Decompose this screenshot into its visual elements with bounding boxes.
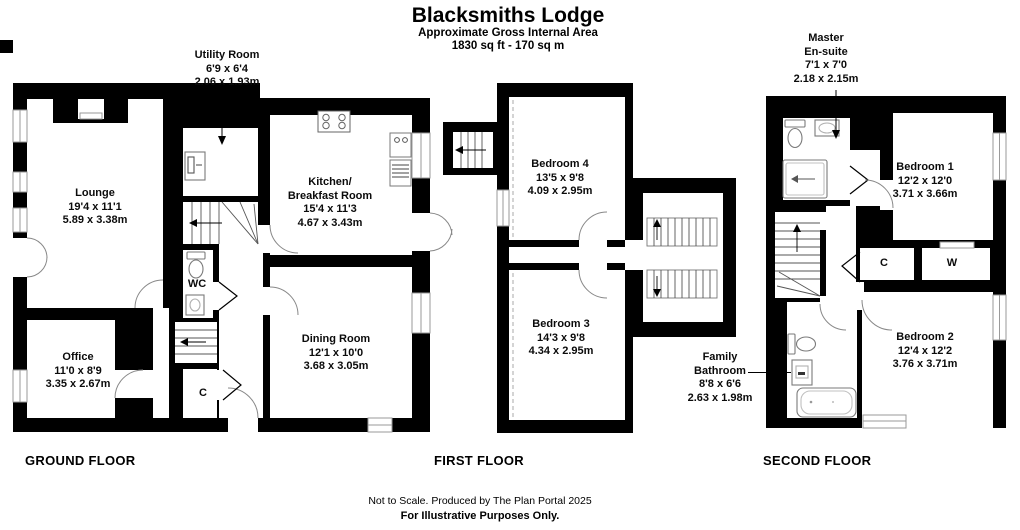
room-label-lounge: Lounge 19'4 x 11'1 5.89 x 3.38m [62, 187, 128, 226]
leader-arrow-icon [832, 90, 840, 139]
fireplace-icon [53, 99, 128, 123]
page-title: Blacksmiths Lodge [411, 4, 605, 27]
room-label-cupboard: C [199, 387, 207, 399]
hob-icon [317, 110, 351, 133]
first-floor-title: FIRST FLOOR [434, 453, 524, 468]
lounge-door-icon [134, 279, 164, 309]
wc-door-icon [213, 281, 238, 311]
first-floor-plan [443, 83, 736, 433]
toilet-icon [784, 119, 806, 149]
room-label-bedroom4: Bedroom 4 13'5 x 9'8 4.09 x 2.95m [527, 158, 593, 197]
room-label-dining: Dining Room 12'1 x 10'0 3.68 x 3.05m [301, 333, 371, 372]
stairs-icon [455, 132, 486, 168]
bedroom4-door-icon [578, 211, 608, 241]
room-label-bedroom1: Bedroom 1 12'2 x 12'0 3.71 x 3.66m [892, 161, 958, 200]
room-label-family-bathroom: Family Bathroom 8'8 x 6'6 2.63 x 1.98m [687, 351, 753, 404]
bathtub-icon [796, 387, 857, 418]
bathroom-leader-line [748, 372, 791, 373]
room-label-utility: Utility Room 6'9 x 6'4 2.06 x 1.93m [194, 49, 260, 88]
toilet-icon [787, 333, 817, 355]
stairs-icon [175, 329, 217, 355]
footer-illustrative: For Illustrative Purposes Only. [400, 510, 560, 522]
kitchen-sink-icon [389, 132, 412, 187]
stairs-icon [775, 222, 821, 297]
basin-icon [791, 359, 813, 386]
room-label-kitchen: Kitchen/ Breakfast Room 15'4 x 11'3 4.67… [287, 176, 373, 229]
room-label-closet-c: C [880, 257, 888, 269]
bathroom-door-icon [819, 303, 847, 331]
window-icon [862, 132, 1007, 429]
office-door-icon [114, 369, 153, 399]
room-label-closet-w: W [946, 257, 958, 269]
bedroom3-door-icon [578, 269, 608, 299]
subtitle-area: Approximate Gross Internal Area [418, 27, 598, 39]
stairs-icon [189, 201, 259, 245]
room-label-wc: WC [187, 278, 207, 290]
entrance-door-icon [227, 387, 259, 432]
ground-floor-plan [12, 83, 453, 433]
dining-door-icon [263, 286, 299, 316]
room-label-master-ensuite: Master En-suite 7'1 x 7'0 2.18 x 2.15m [793, 32, 859, 85]
room-label-office: Office 11'0 x 8'9 3.35 x 2.67m [45, 351, 111, 390]
corner-mark [0, 40, 13, 53]
utility-sink-icon [184, 151, 206, 181]
room-label-bedroom3: Bedroom 3 14'3 x 9'8 4.34 x 2.95m [528, 318, 594, 357]
footer-disclaimer: Not to Scale. Produced by The Plan Porta… [368, 495, 592, 507]
basin-icon [185, 294, 205, 316]
stairs-icon [646, 217, 718, 299]
subtitle-size: 1830 sq ft - 170 sq m [451, 40, 565, 52]
window-icon [496, 189, 510, 227]
window-icon [12, 109, 431, 433]
bedroom2-door-icon [861, 299, 893, 331]
closet-door-icon [841, 251, 861, 283]
room-label-bedroom2: Bedroom 2 12'4 x 12'2 3.76 x 3.71m [892, 331, 958, 370]
kitchen-door-icon [258, 224, 299, 254]
second-floor-title: SECOND FLOOR [763, 453, 872, 468]
entry-arrow-icon [218, 86, 226, 145]
ground-floor-title: GROUND FLOOR [25, 453, 136, 468]
cupboard-door-icon [217, 369, 242, 401]
second-floor-plan [766, 90, 1007, 435]
bedroom1-door-icon [864, 179, 894, 210]
shower-icon [782, 159, 828, 199]
toilet-icon [186, 251, 206, 279]
kitchen-french-doors-icon [412, 212, 453, 252]
french-doors-icon [13, 237, 48, 278]
